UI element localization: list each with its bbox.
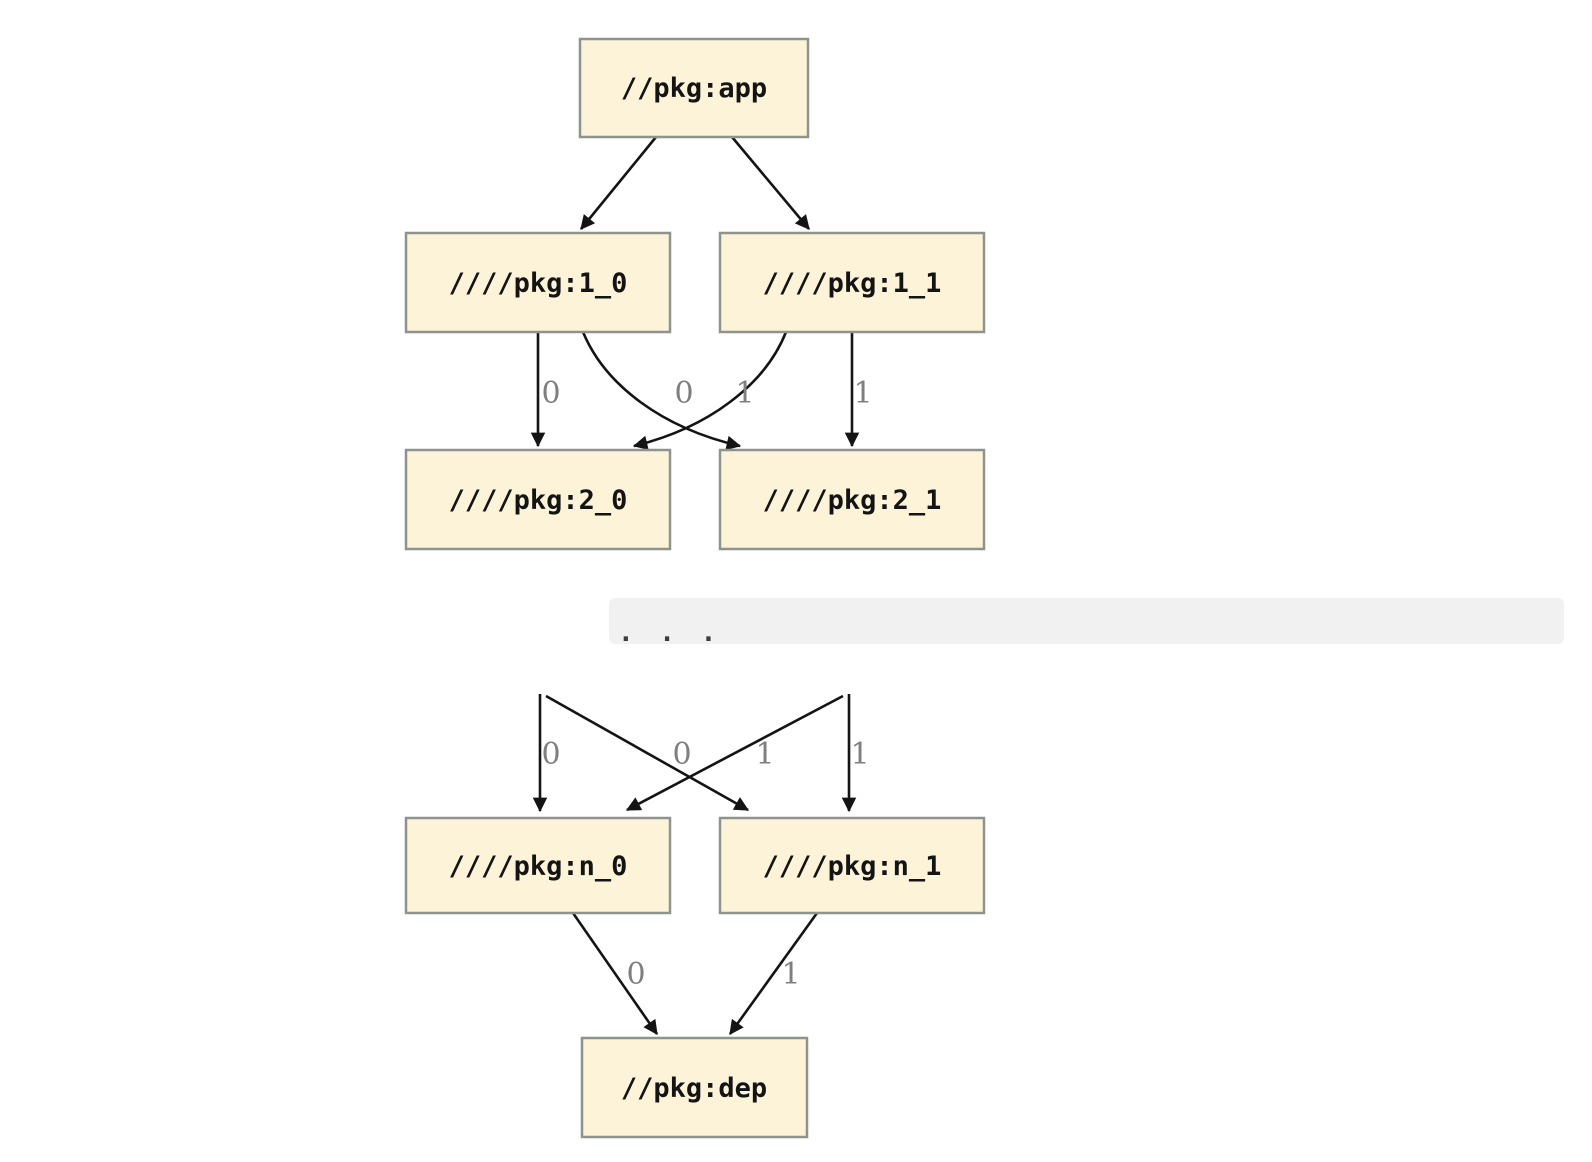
edge-label: 0 [541,376,560,411]
edge-1_0-to-2_1 [581,331,742,451]
node-label: ////pkg:2_1 [763,485,942,516]
edge-label: 1 [850,737,869,772]
edge-label: 1 [755,737,774,772]
edge-label: 0 [626,957,645,992]
node-box [718,231,986,334]
node-box [580,1036,809,1139]
node-label: ////pkg:2_0 [449,485,628,516]
node-pkg-2_0: ////pkg:2_0 [404,448,672,551]
node-pkg-dep: //pkg:dep [580,1036,809,1139]
node-pkg-1_0: ////pkg:1_0 [404,231,672,334]
node-pkg-1_1: ////pkg:1_1 [718,231,986,334]
node-box [718,448,986,551]
edge-label: 1 [781,957,800,992]
edge-label: 0 [541,737,560,772]
node-box [404,816,672,915]
node-label: ////pkg:n_1 [763,851,942,882]
edge-n_0-to-dep [571,912,659,1035]
edge-app-to-1_0 [579,136,658,230]
node-label: //pkg:dep [621,1073,767,1104]
edge-dots-to-n_0 [625,694,844,812]
edge-dots-to-n_1 [545,694,750,812]
node-pkg-n_0: ////pkg:n_0 [404,816,672,915]
edge-label: 0 [672,737,691,772]
ellipsis-block: . . . [609,598,1564,648]
node-box [718,816,986,915]
node-box [578,37,810,139]
edge-n_1-to-dep [728,912,819,1035]
edge-label: 1 [735,376,754,411]
edge-label: 1 [853,376,872,411]
node-label: ////pkg:n_0 [449,851,628,882]
ellipsis-text: . . . [618,618,721,648]
edge-label: 0 [674,376,693,411]
node-pkg-2_1: ////pkg:2_1 [718,448,986,551]
node-box [404,448,672,551]
edge-1_1-to-2_0 [632,331,788,450]
node-pkg-app: //pkg:app [578,37,810,139]
node-box [404,231,672,334]
node-label: ////pkg:1_1 [763,268,942,299]
node-label: //pkg:app [621,73,767,104]
node-label: ////pkg:1_0 [449,268,628,299]
edge-app-to-1_1 [731,136,810,230]
ellipsis-band [609,598,1564,644]
node-pkg-n_1: ////pkg:n_1 [718,816,986,915]
